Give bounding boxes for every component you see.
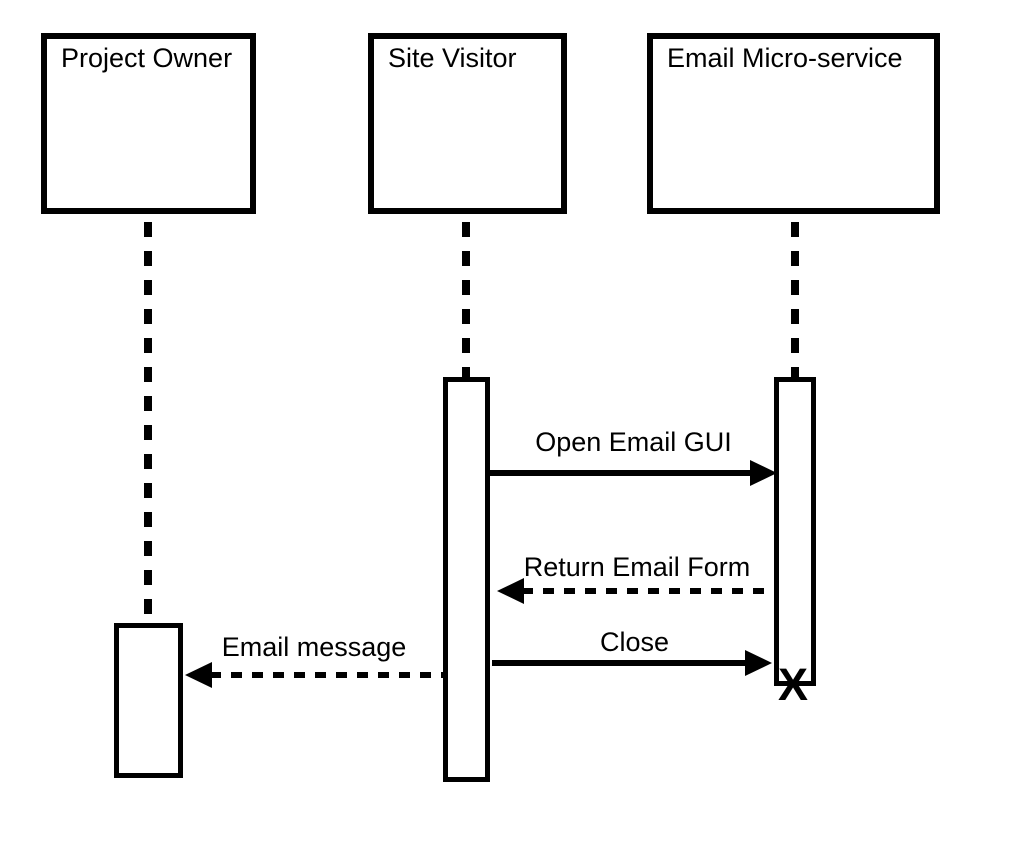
actor-label: Site Visitor — [388, 43, 517, 73]
lifeline-site-visitor — [462, 222, 470, 377]
arrowhead-right-icon — [745, 650, 772, 676]
lifeline-project-owner — [144, 222, 152, 623]
message-line-email-message — [210, 672, 443, 678]
lifeline-email-micro-service — [791, 222, 799, 377]
arrowhead-right-icon — [750, 460, 777, 486]
activation-bar-project-owner — [114, 623, 183, 778]
activation-bar-email-micro-service — [774, 377, 816, 686]
actor-label: Project Owner — [61, 43, 233, 73]
actor-box-site-visitor: Site Visitor — [368, 33, 567, 214]
message-label-return-email-form: Return Email Form — [523, 552, 751, 582]
message-line-open-email-gui — [490, 470, 751, 476]
arrowhead-left-icon — [497, 578, 524, 604]
message-label-open-email-gui: Open Email GUI — [535, 427, 732, 457]
actor-box-email-micro-service: Email Micro-service — [647, 33, 940, 214]
destruction-x-marker: X — [777, 659, 808, 710]
message-line-return-email-form — [522, 588, 776, 594]
actor-label: Email Micro-service — [667, 43, 903, 73]
message-label-close: Close — [599, 627, 670, 657]
activation-bar-site-visitor — [443, 377, 490, 782]
message-label-email-message: Email message — [221, 632, 407, 662]
actor-box-project-owner: Project Owner — [41, 33, 256, 214]
arrowhead-left-icon — [185, 662, 212, 688]
message-line-close — [492, 660, 746, 666]
